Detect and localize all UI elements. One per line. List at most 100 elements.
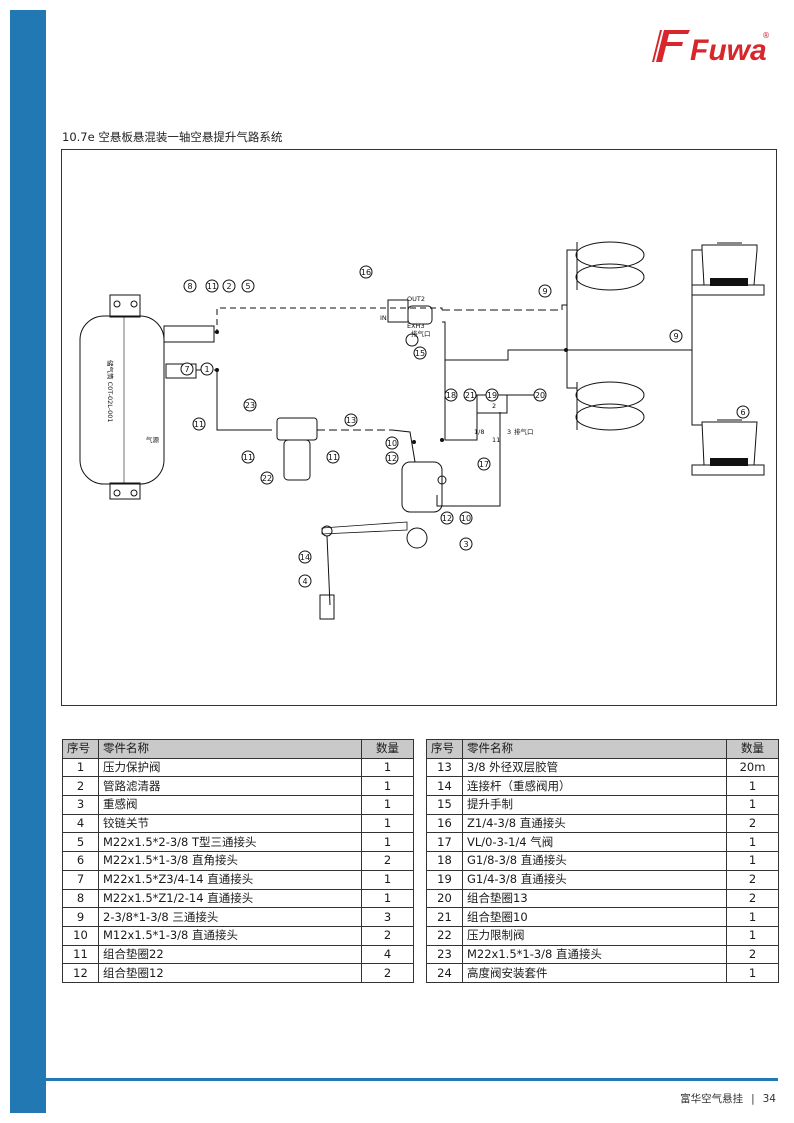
svg-text:17: 17 [479,460,489,469]
footer: 富华空气悬挂|34 [680,1091,776,1106]
callout-balloon: 11 [326,450,340,464]
cell-part-name: M22x1.5*Z3/4-14 直通接头 [98,869,362,890]
svg-text:3: 3 [507,428,511,436]
table-header-row: 序号 零件名称 数量 [426,739,779,759]
cell-no: 16 [426,813,463,834]
callout-balloon: 4 [298,574,312,588]
callout-balloon: 6 [736,405,750,419]
table-header-row: 序号 零件名称 数量 [62,739,414,759]
callout-balloon: 11 [205,279,219,293]
svg-text:18: 18 [446,391,456,400]
footer-brand-text: 富华空气悬挂 [680,1093,744,1105]
air-spring [575,381,645,409]
cell-no: 11 [62,944,99,965]
callout-balloon: 12 [385,451,399,465]
callout-balloon: 2 [222,279,236,293]
cell-no: 21 [426,907,463,927]
cell-qty: 20m [726,757,779,778]
cell-part-name: M12x1.5*1-3/8 直通接头 [98,925,362,946]
cell-part-name: 组合垫圈22 [98,944,362,965]
svg-text:排气口: 排气口 [514,427,534,436]
cell-part-name: 组合垫圈13 [462,888,727,909]
cell-part-name: 压力保护阀 [98,757,362,778]
cell-qty: 2 [726,944,779,965]
svg-text:23: 23 [245,401,255,410]
svg-text:2: 2 [492,402,496,410]
cell-part-name: G1/4-3/8 直通接头 [462,869,727,890]
cell-no: 18 [426,851,463,871]
col-header-no: 序号 [62,739,99,759]
lift-valve [387,299,409,323]
footer-divider [46,1078,778,1081]
cell-part-name: VL/0-3-1/4 气阀 [462,832,727,853]
svg-text:14: 14 [300,553,310,562]
sidebar-accent-bar [10,10,46,1113]
cell-qty: 1 [726,795,779,815]
logo-text: Fuwa [690,34,767,67]
svg-text:IN: IN [380,314,387,322]
cell-qty: 2 [361,925,414,946]
svg-text:12: 12 [442,514,452,523]
cell-no: 13 [426,757,463,778]
col-header-name: 零件名称 [98,739,362,759]
callout-balloon: 16 [359,265,373,279]
svg-text:20: 20 [535,391,545,400]
cell-no: 24 [426,963,463,983]
svg-text:OUT2: OUT2 [407,295,425,303]
callout-balloon: 9 [538,284,552,298]
svg-text:13: 13 [346,416,356,425]
callout-balloon: 13 [344,413,358,427]
air-spring [575,241,645,269]
tank-label: 储气筒 C0T-02L-001 [106,360,115,423]
cell-part-name: 3/8 外径双层胶管 [462,757,727,778]
fuwa-logo: Fuwa ® [650,22,770,68]
callout-balloon: 9 [669,329,683,343]
schematic-svg: 8 11 2 5 7 1 11 23 11 11 22 13 10 12 16 … [79,241,765,620]
callout-balloon: 11 [192,417,206,431]
cell-qty: 1 [726,832,779,853]
callout-balloon: 20 [533,388,547,402]
cell-qty: 1 [726,851,779,871]
cell-no: 23 [426,944,463,965]
svg-text:11: 11 [194,420,204,429]
fuwa-logo-mark: Fuwa ® [652,30,770,67]
cell-part-name: 组合垫圈12 [98,963,362,983]
svg-text:排气口: 排气口 [411,329,431,338]
callout-balloon: 12 [440,511,454,525]
col-header-no: 序号 [426,739,463,759]
callout-balloon: 1 [200,362,214,376]
cell-part-name: 重感阀 [98,795,362,815]
callout-balloon: 3 [459,537,473,551]
cell-part-name: 2-3/8*1-3/8 三通接头 [98,907,362,927]
cell-qty: 2 [726,813,779,834]
svg-text:10: 10 [461,514,471,523]
callout-balloon: 7 [180,362,194,376]
cell-part-name: 压力限制阀 [462,925,727,946]
cell-part-name: M22x1.5*1-3/8 直通接头 [462,944,727,965]
svg-text:7: 7 [184,365,189,374]
svg-text:2: 2 [226,282,231,291]
section-title: 10.7e 空悬板悬混装一轴空悬提升气路系统 [62,130,283,144]
cell-no: 3 [62,795,99,815]
cell-no: 15 [426,795,463,815]
cell-part-name: Z1/4-3/8 直通接头 [462,813,727,834]
callout-balloon: 22 [260,471,274,485]
cell-no: 22 [426,925,463,946]
svg-text:1/8: 1/8 [474,428,484,436]
cell-no: 19 [426,869,463,890]
air-source-label: 气源 [146,435,160,444]
